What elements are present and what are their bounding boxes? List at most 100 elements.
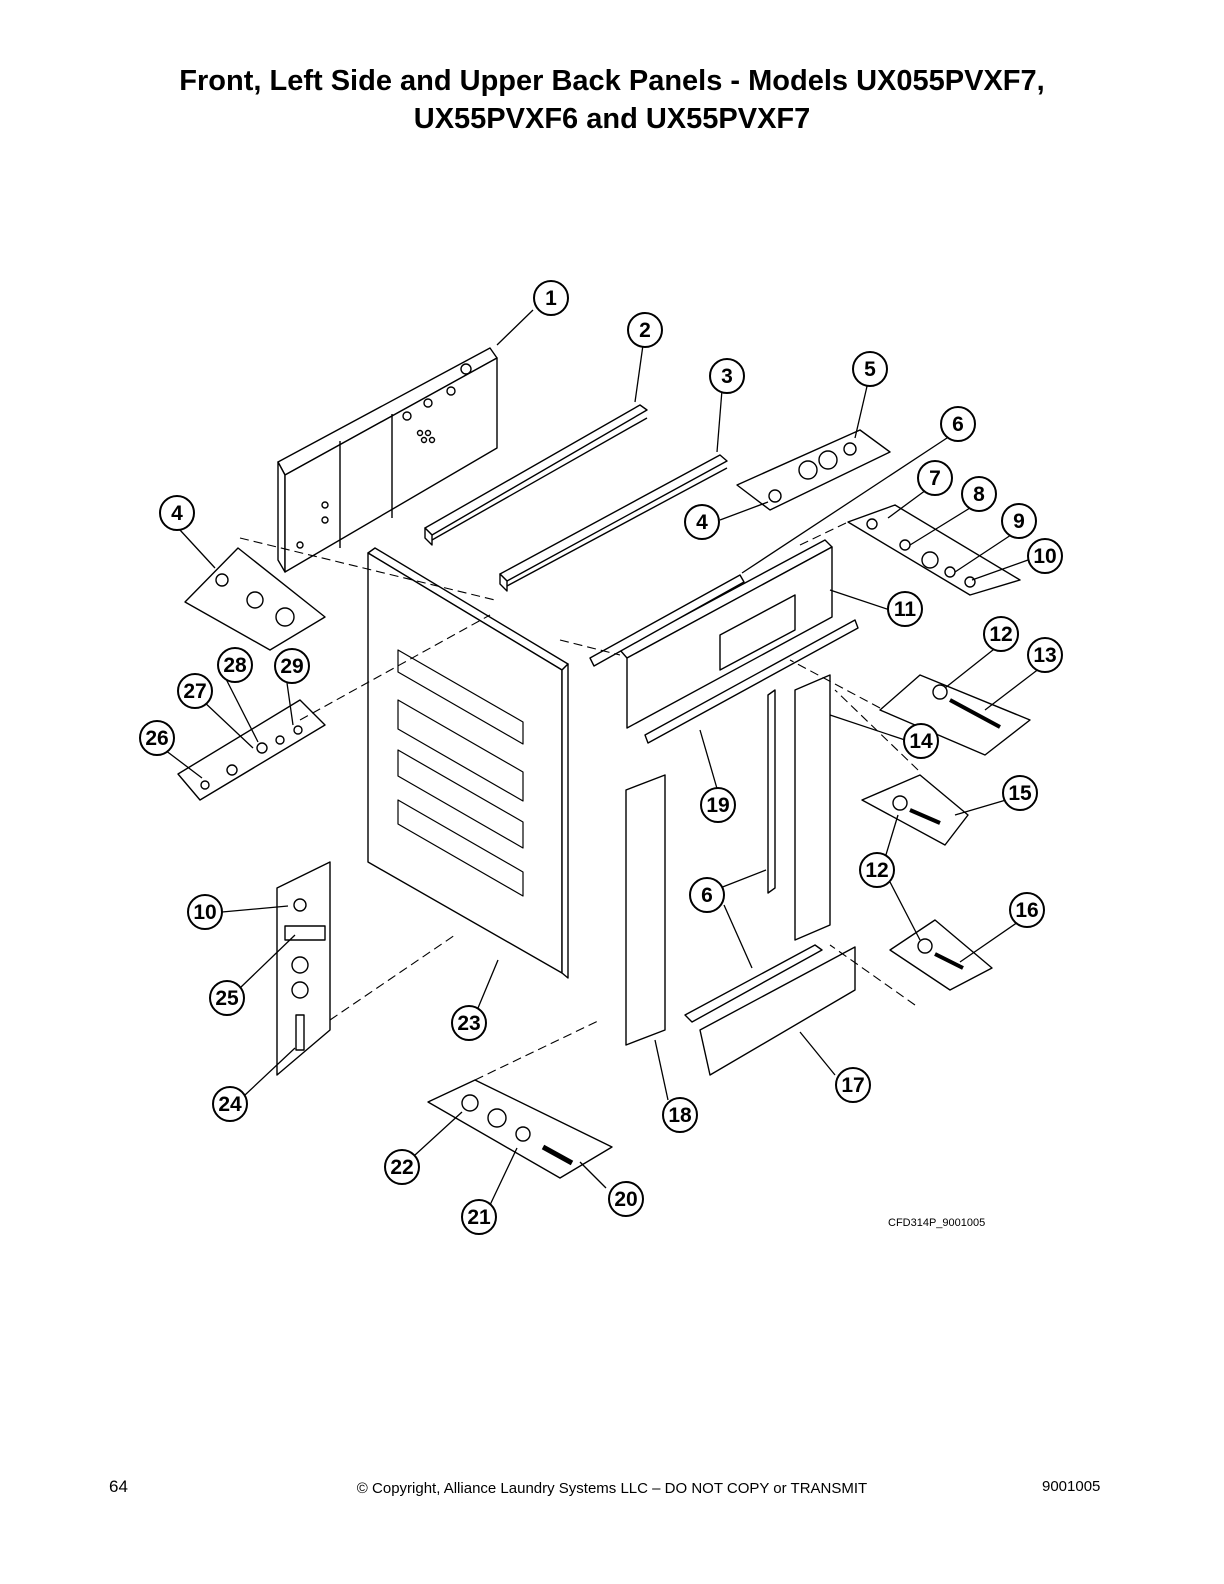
callout-circle xyxy=(1027,637,1063,673)
callout-10: 10 xyxy=(187,894,223,930)
callout-25: 25 xyxy=(209,980,245,1016)
hardware-box-5 xyxy=(736,429,891,511)
left-side-panel xyxy=(367,547,569,979)
callout-27: 27 xyxy=(177,673,213,709)
callout-circle xyxy=(608,1181,644,1217)
front-top-panel xyxy=(619,539,833,729)
callout-circle xyxy=(887,591,923,627)
callout-label: 21 xyxy=(467,1206,491,1229)
callout-circle xyxy=(1001,503,1037,539)
callout-4: 4 xyxy=(159,495,195,531)
callout-label: 22 xyxy=(390,1156,413,1179)
callout-circle xyxy=(139,720,175,756)
callout-label: 6 xyxy=(701,884,713,907)
callout-17: 17 xyxy=(835,1067,871,1103)
callout-circle xyxy=(209,980,245,1016)
callout-circle xyxy=(461,1199,497,1235)
callout-label: 12 xyxy=(865,859,888,882)
callout-circle xyxy=(187,894,223,930)
posts-14 xyxy=(767,674,831,941)
callout-6: 6 xyxy=(689,877,725,913)
callout-29: 29 xyxy=(274,648,310,684)
hardware-box-10-25-24 xyxy=(276,861,331,1076)
lower-rail-17 xyxy=(684,944,856,1076)
callout-circle xyxy=(961,476,997,512)
callout-label: 16 xyxy=(1015,899,1038,922)
callout-circle xyxy=(627,312,663,348)
callout-7: 7 xyxy=(917,460,953,496)
callout-circle xyxy=(940,406,976,442)
callout-circle xyxy=(217,647,253,683)
callout-label: 8 xyxy=(973,483,985,506)
callout-22: 22 xyxy=(384,1149,420,1185)
callout-circle xyxy=(159,495,195,531)
rail-3 xyxy=(499,454,728,592)
callout-label: 27 xyxy=(183,680,206,703)
callout-21: 21 xyxy=(461,1199,497,1235)
hardware-box-12-13 xyxy=(879,674,1031,756)
callout-18: 18 xyxy=(662,1097,698,1133)
callout-circle xyxy=(533,280,569,316)
callout-label: 4 xyxy=(696,511,708,534)
strip-6-upper xyxy=(589,574,745,667)
callout-28: 28 xyxy=(217,647,253,683)
callout-label: 25 xyxy=(215,987,239,1010)
callout-11: 11 xyxy=(887,591,923,627)
callout-circle xyxy=(852,351,888,387)
rail-2 xyxy=(424,404,648,546)
callout-circle xyxy=(917,460,953,496)
callout-label: 15 xyxy=(1008,782,1032,805)
hardware-box-4-left xyxy=(184,547,326,651)
callout-label: 10 xyxy=(1033,545,1056,568)
callout-label: 19 xyxy=(706,794,729,817)
callout-circle xyxy=(1009,892,1045,928)
callout-circle xyxy=(709,358,745,394)
callout-circle xyxy=(689,877,725,913)
callout-13: 13 xyxy=(1027,637,1063,673)
callout-label: 26 xyxy=(145,727,168,750)
callout-circle xyxy=(274,648,310,684)
callout-label: 29 xyxy=(280,655,303,678)
callout-label: 12 xyxy=(989,623,1012,646)
callout-8: 8 xyxy=(961,476,997,512)
callout-label: 23 xyxy=(457,1012,480,1035)
title-line-2: UX55PVXF6 and UX55PVXF7 xyxy=(413,103,811,135)
callout-circle xyxy=(212,1086,248,1122)
callout-2: 2 xyxy=(627,312,663,348)
title-line-1: Front, Left Side and Upper Back Panels -… xyxy=(179,65,1045,97)
document-number: 9001005 xyxy=(1042,1478,1101,1495)
hardware-box-20-22 xyxy=(427,1079,613,1179)
upper-back-panel xyxy=(277,347,498,573)
callout-circle xyxy=(835,1067,871,1103)
callout-label: 17 xyxy=(841,1074,864,1097)
hardware-box-15 xyxy=(861,774,969,846)
callout-6: 6 xyxy=(940,406,976,442)
copyright-notice: © Copyright, Alliance Laundry Systems LL… xyxy=(356,1480,868,1497)
callout-4: 4 xyxy=(684,504,720,540)
callout-label: 28 xyxy=(223,654,247,677)
callout-26: 26 xyxy=(139,720,175,756)
callout-label: 11 xyxy=(894,598,917,621)
callout-circle xyxy=(700,787,736,823)
callout-label: 14 xyxy=(909,730,933,753)
callout-label: 1 xyxy=(545,287,557,310)
callout-label: 24 xyxy=(218,1093,242,1116)
callout-circle xyxy=(859,852,895,888)
callout-label: 13 xyxy=(1033,644,1056,667)
callout-5: 5 xyxy=(852,351,888,387)
callout-12: 12 xyxy=(859,852,895,888)
hardware-box-16 xyxy=(889,919,993,991)
drawing-code: CFD314P_9001005 xyxy=(888,1217,985,1229)
callout-label: 3 xyxy=(721,365,733,388)
callout-10: 10 xyxy=(1027,538,1063,574)
callout-label: 2 xyxy=(639,319,651,342)
callout-16: 16 xyxy=(1009,892,1045,928)
callout-23: 23 xyxy=(451,1005,487,1041)
callout-label: 4 xyxy=(171,502,183,525)
callout-12: 12 xyxy=(983,616,1019,652)
callout-1: 1 xyxy=(533,280,569,316)
callout-24: 24 xyxy=(212,1086,248,1122)
callout-label: 9 xyxy=(1013,510,1025,533)
